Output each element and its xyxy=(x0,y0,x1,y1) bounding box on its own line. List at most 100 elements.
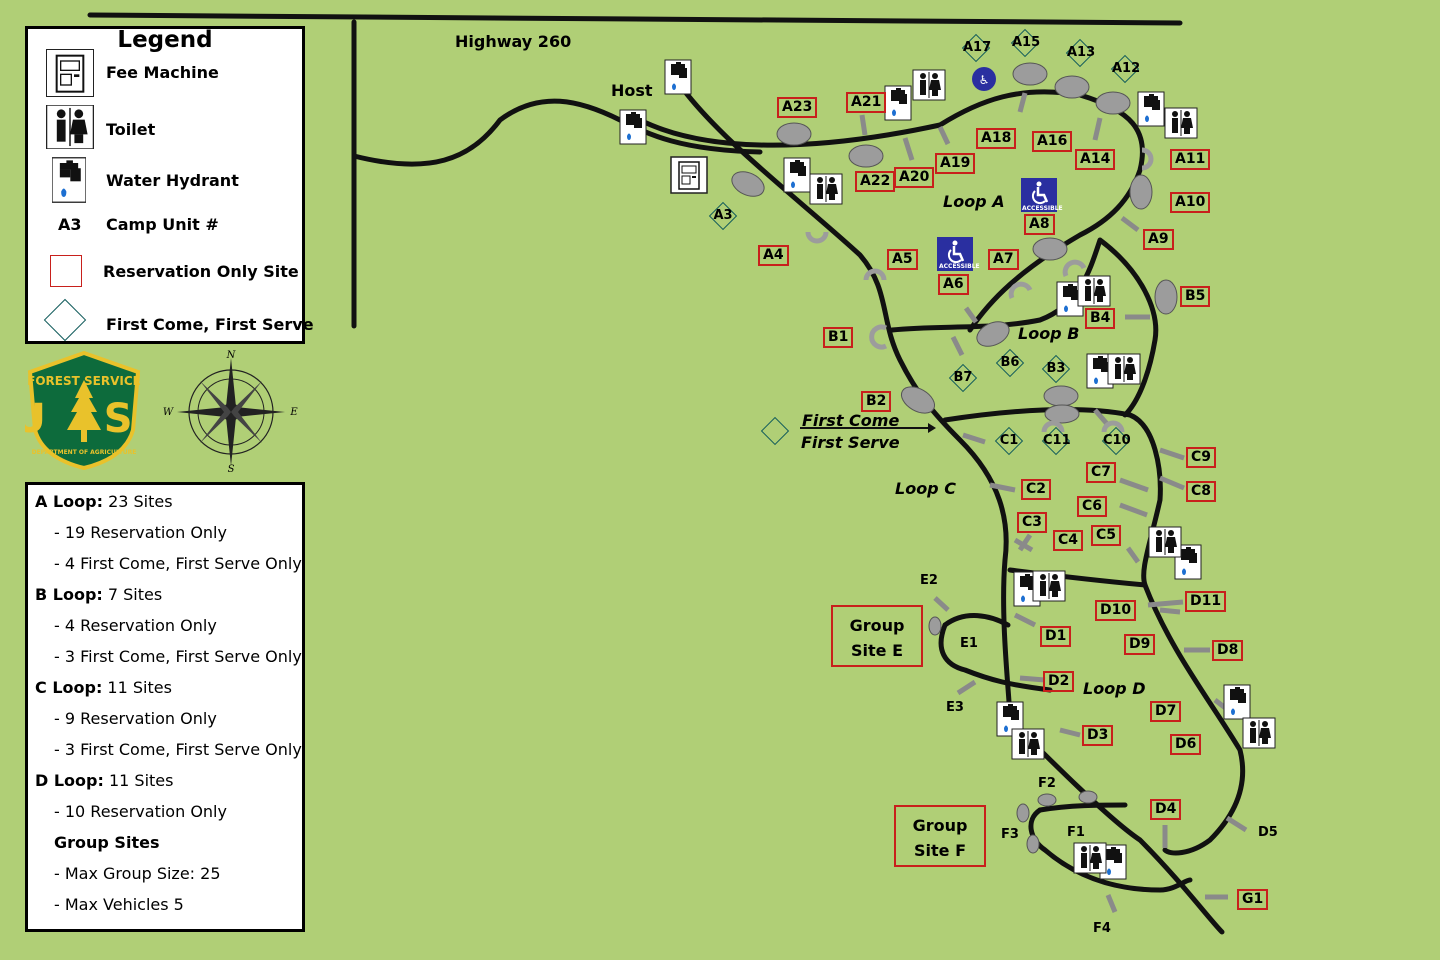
reservation-site[interactable]: A10 xyxy=(1170,192,1211,213)
reservation-site[interactable]: D2 xyxy=(1043,671,1075,692)
loop-d-label: Loop D xyxy=(1083,679,1146,698)
group-site-unit: F2 xyxy=(1038,776,1056,791)
reservation-site[interactable]: B2 xyxy=(861,391,892,412)
reservation-site[interactable]: D4 xyxy=(1150,799,1182,820)
fee-machine-icon xyxy=(670,156,708,194)
pad-a11 xyxy=(1141,147,1154,171)
reservation-site[interactable]: D7 xyxy=(1150,701,1182,722)
reservation-site[interactable]: D1 xyxy=(1040,626,1072,647)
reservation-site[interactable]: A11 xyxy=(1170,149,1211,170)
reservation-site[interactable]: C9 xyxy=(1186,447,1217,468)
water-hydrant-icon xyxy=(884,85,912,121)
legend-title: Legend xyxy=(117,27,213,53)
reservation-site[interactable]: D11 xyxy=(1185,591,1227,612)
reservation-site[interactable]: C6 xyxy=(1077,496,1108,517)
reservation-site[interactable]: A18 xyxy=(976,128,1017,149)
accessible-label: ACCESSIBLE xyxy=(939,263,980,270)
stat-line: Group Sites xyxy=(54,833,160,852)
toilet-icon xyxy=(912,69,946,101)
first-come-site[interactable]: A17 xyxy=(961,33,991,63)
reservation-site[interactable]: D9 xyxy=(1124,634,1156,655)
stat-line: - 3 First Come, First Serve Only xyxy=(54,740,302,759)
turnout-pads xyxy=(805,147,1154,433)
reservation-site[interactable]: A8 xyxy=(1024,214,1055,235)
legend-reservation-label: Reservation Only Site xyxy=(103,262,299,281)
site-unit: D5 xyxy=(1258,825,1278,840)
reservation-site[interactable]: A19 xyxy=(935,153,976,174)
first-come-site[interactable]: A3 xyxy=(708,201,738,231)
reservation-site[interactable]: C4 xyxy=(1053,530,1084,551)
first-come-site[interactable]: B6 xyxy=(995,348,1025,378)
first-come-site[interactable]: A12 xyxy=(1110,54,1140,84)
legend-hydrant-label: Water Hydrant xyxy=(106,171,239,190)
legend-camp-unit-label: Camp Unit # xyxy=(106,215,219,234)
reservation-site[interactable]: A21 xyxy=(846,92,887,113)
compass-south: S xyxy=(228,464,235,475)
stat-line: - 4 Reservation Only xyxy=(54,616,217,635)
reservation-site[interactable]: D10 xyxy=(1095,600,1137,621)
toilet-icon xyxy=(1242,717,1276,749)
reservation-site[interactable]: A4 xyxy=(758,245,789,266)
reservation-site[interactable]: C2 xyxy=(1021,479,1052,500)
pad-a4 xyxy=(805,231,829,244)
reservation-site[interactable]: A20 xyxy=(894,167,935,188)
toilet-icon xyxy=(1073,842,1107,874)
stat-line: B Loop: 7 Sites xyxy=(35,585,163,604)
reservation-site[interactable]: D8 xyxy=(1212,640,1244,661)
reservation-site[interactable]: A23 xyxy=(777,97,818,118)
reservation-site[interactable]: A22 xyxy=(855,171,896,192)
loop-a-label: Loop A xyxy=(943,192,1005,211)
stat-line: A Loop: 23 Sites xyxy=(35,492,173,511)
first-come-site[interactable]: B3 xyxy=(1041,354,1071,384)
loop-b-label: Loop B xyxy=(1018,324,1080,343)
reservation-site[interactable]: C7 xyxy=(1086,462,1117,483)
compass-north: N xyxy=(226,350,237,361)
highway-label: Highway 260 xyxy=(455,32,572,51)
reservation-site[interactable]: G1 xyxy=(1237,889,1269,910)
pad-c11 xyxy=(1041,420,1065,433)
reservation-site[interactable]: B5 xyxy=(1180,286,1211,307)
group-site-unit: F4 xyxy=(1093,921,1111,936)
reservation-site[interactable]: C5 xyxy=(1091,525,1122,546)
logo-top-text: FOREST SERVICE xyxy=(27,374,141,388)
legend-panel: Legend Fee Machine Toilet Water Hydrant … xyxy=(25,26,314,344)
first-come-site[interactable]: C10 xyxy=(1101,426,1131,456)
reservation-site[interactable]: A5 xyxy=(887,249,918,270)
entry-road xyxy=(351,98,763,167)
pad-c10 xyxy=(1101,420,1125,433)
group-site-unit: F3 xyxy=(1001,827,1019,842)
reservation-site[interactable]: A9 xyxy=(1143,229,1174,250)
legend-toilet-label: Toilet xyxy=(106,120,156,139)
reservation-site[interactable]: C8 xyxy=(1186,481,1217,502)
reservation-site[interactable]: A16 xyxy=(1032,131,1073,152)
reservation-site[interactable]: B1 xyxy=(823,327,854,348)
pad-b1 xyxy=(869,324,888,350)
host-label: Host xyxy=(611,81,653,100)
stat-line: - 19 Reservation Only xyxy=(54,523,227,542)
first-come-site[interactable]: C11 xyxy=(1041,426,1071,456)
group-site-unit: F1 xyxy=(1067,825,1085,840)
logo-letters: U S xyxy=(25,396,143,442)
water-hydrant-icon xyxy=(1137,91,1165,127)
first-come-site[interactable]: A15 xyxy=(1010,28,1040,58)
reservation-site[interactable]: A7 xyxy=(988,249,1019,270)
reservation-site[interactable]: D3 xyxy=(1082,725,1114,746)
pad-a6 xyxy=(1008,281,1033,300)
legend-fee-label: Fee Machine xyxy=(106,63,219,82)
first-come-site[interactable]: C1 xyxy=(994,426,1024,456)
compass-east: E xyxy=(289,407,298,418)
first-come-site[interactable]: A13 xyxy=(1065,38,1095,68)
water-hydrant-icon xyxy=(619,109,647,145)
reservation-site[interactable]: A6 xyxy=(938,274,969,295)
reservation-site[interactable]: D6 xyxy=(1170,734,1202,755)
reservation-site[interactable]: C3 xyxy=(1017,512,1048,533)
toilet-icon xyxy=(46,105,94,149)
toilet-icon xyxy=(1107,353,1141,385)
reservation-site[interactable]: B4 xyxy=(1085,308,1116,329)
group-site-unit: E1 xyxy=(960,636,978,651)
water-hydrant-icon xyxy=(664,59,692,95)
first-come-site[interactable]: B7 xyxy=(948,363,978,393)
reservation-site[interactable]: A14 xyxy=(1075,149,1116,170)
stat-line: - Max Group Size: 25 xyxy=(54,864,221,883)
